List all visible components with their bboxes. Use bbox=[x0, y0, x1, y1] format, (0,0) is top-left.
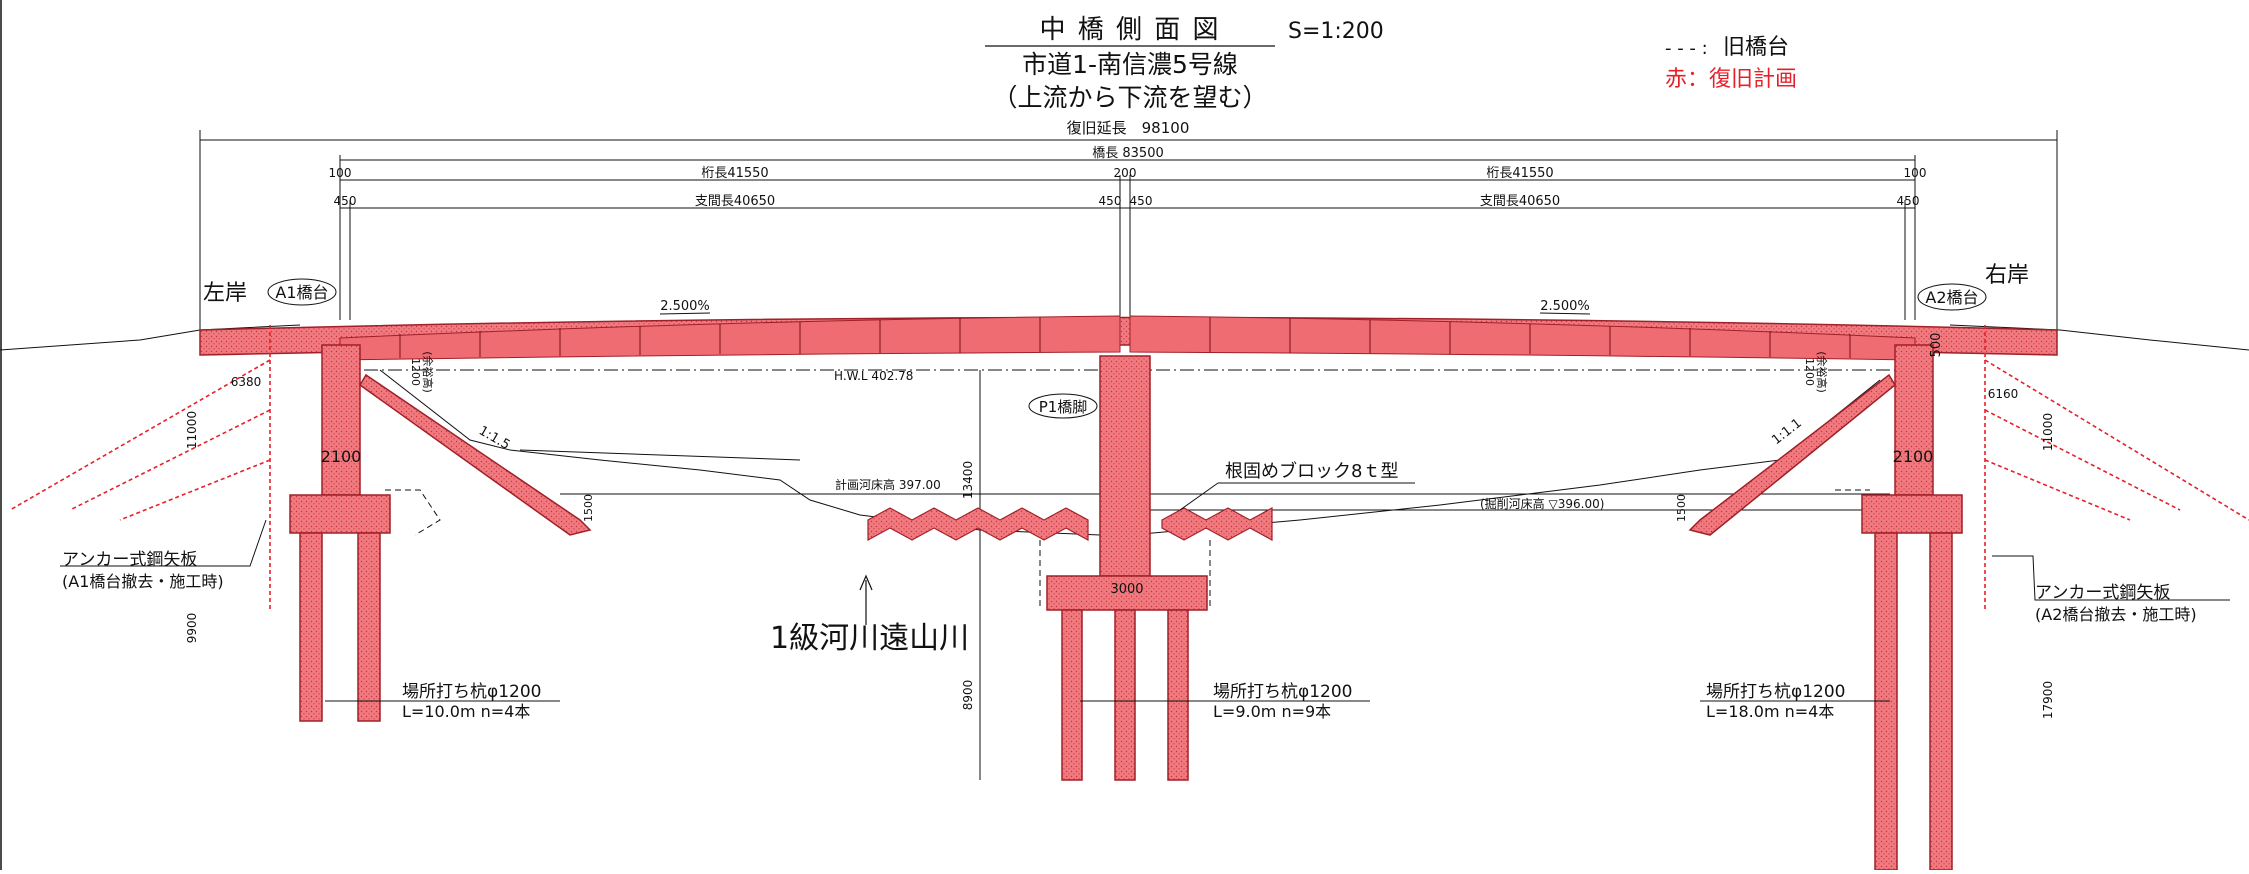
dim-a1-width: 2100 bbox=[321, 447, 362, 466]
slope-right: 2.500% bbox=[1540, 299, 1590, 314]
dim-a2-gap: 500 bbox=[1929, 333, 1944, 358]
dim-a2-height: 11000 bbox=[2041, 413, 2055, 451]
dim-girder-left: 桁長41550 bbox=[701, 166, 768, 181]
pile-p1-length: L=9.0m n=9本 bbox=[1213, 702, 1331, 721]
dim-a1-pile-depth: 9900 bbox=[185, 613, 199, 644]
dim-pier-footing: 3000 bbox=[1110, 582, 1143, 597]
dimension-lines bbox=[199, 130, 2058, 345]
pile-a1-length: L=10.0m n=4本 bbox=[402, 702, 530, 721]
a1-abutment bbox=[289, 344, 592, 722]
dim-a2-pile-depth: 17900 bbox=[2041, 681, 2055, 719]
dim-bridge-length: 橋長 83500 bbox=[1092, 146, 1164, 161]
a2-sheet-pile bbox=[1984, 325, 2249, 610]
a1-sheet-pile bbox=[9, 325, 271, 610]
dim-bearing-right: 450 bbox=[1897, 194, 1920, 208]
anchor-left-line1: アンカー式鋼矢板 bbox=[62, 550, 197, 570]
dim-a1-setback: 6380 bbox=[231, 375, 262, 389]
dim-freeboard-left: 1200 bbox=[409, 358, 422, 386]
dim-freeboard-left-note: (余裕高) bbox=[421, 351, 435, 393]
p1-pier bbox=[1046, 355, 1208, 781]
road-name: 市道1-南信濃5号線 bbox=[1022, 50, 1238, 79]
a2-abutment bbox=[1688, 344, 1963, 871]
pile-a2-length: L=18.0m n=4本 bbox=[1706, 702, 1834, 721]
drawing-scale: S=1:200 bbox=[1288, 19, 1384, 44]
anchor-left-line2: (A1橋台撤去・施工時) bbox=[62, 572, 224, 591]
dim-girder-right: 桁長41550 bbox=[1486, 166, 1553, 181]
block-label: 根固めブロック8ｔ型 bbox=[1225, 460, 1398, 482]
legend-red-plan: 赤：復旧計画 bbox=[1665, 67, 1797, 92]
view-direction: （上流から下流を望む） bbox=[992, 83, 1267, 112]
dim-freeboard-right-note: (余裕高) bbox=[1815, 351, 1829, 393]
drawing-title: 中 橋 側 面 図 bbox=[1039, 15, 1220, 45]
slope-ratio-left: 1:1.5 bbox=[476, 423, 512, 453]
right-bank-label: 右岸 bbox=[1985, 263, 2029, 288]
dim-pier-height: 13400 bbox=[961, 461, 975, 499]
old-abutment-outline bbox=[385, 489, 1870, 610]
dim-bearing-left: 450 bbox=[334, 194, 357, 208]
legend-dash-symbol: - - - : bbox=[1665, 38, 1708, 59]
dim-bearing-center-left: 450 bbox=[1099, 194, 1122, 208]
dim-a2-setback: 6160 bbox=[1988, 387, 2019, 401]
dredge-bed-label: (掘削河床高 ▽396.00) bbox=[1480, 496, 1604, 511]
pile-p1-spec: 場所打ち杭φ1200 bbox=[1213, 682, 1352, 702]
dim-freeboard-right: 1200 bbox=[1803, 358, 1816, 386]
dim-span-right: 支間長40650 bbox=[1480, 194, 1560, 209]
slope-left: 2.500% bbox=[660, 299, 710, 314]
a1-label: A1橋台 bbox=[275, 283, 328, 302]
dim-toe-right: 1500 bbox=[1675, 494, 1688, 522]
a2-label: A2橋台 bbox=[1925, 288, 1978, 307]
hwl-label: H.W.L 402.78 bbox=[834, 369, 913, 383]
dim-bearing-center-right: 450 bbox=[1130, 194, 1153, 208]
anchor-right-line1: アンカー式鋼矢板 bbox=[2035, 583, 2170, 603]
p1-badge bbox=[1028, 393, 1098, 419]
dim-a1-height: 11000 bbox=[185, 411, 199, 449]
dim-span-left: 支間長40650 bbox=[695, 194, 775, 209]
p1-label: P1橋脚 bbox=[1039, 398, 1088, 416]
plan-bed-label: 計画河床高 397.00 bbox=[835, 477, 941, 492]
dim-pier-pile-depth: 8900 bbox=[961, 680, 975, 711]
pile-a1-spec: 場所打ち杭φ1200 bbox=[402, 682, 541, 702]
armour-blocks bbox=[867, 506, 1273, 542]
river-name: 1級河川遠山川 bbox=[770, 621, 969, 656]
anchor-right-line2: (A2橋台撤去・施工時) bbox=[2035, 605, 2197, 624]
dim-a2-width: 2100 bbox=[1893, 447, 1934, 466]
superstructure bbox=[199, 315, 2058, 361]
legend-old-abutment: 旧橋台 bbox=[1723, 35, 1789, 60]
a1-badge bbox=[267, 278, 337, 306]
dim-restore-length: 復旧延長 98100 bbox=[1067, 119, 1190, 137]
dim-gap-left: 100 bbox=[329, 166, 352, 180]
girder-stiffeners bbox=[399, 317, 1851, 358]
pile-a2-spec: 場所打ち杭φ1200 bbox=[1706, 682, 1845, 702]
dim-gap-center: 200 bbox=[1114, 166, 1137, 180]
left-bank-label: 左岸 bbox=[203, 281, 247, 306]
a2-badge bbox=[1917, 283, 1987, 311]
dim-gap-right: 100 bbox=[1904, 166, 1927, 180]
dim-toe-left: 1500 bbox=[582, 494, 595, 522]
